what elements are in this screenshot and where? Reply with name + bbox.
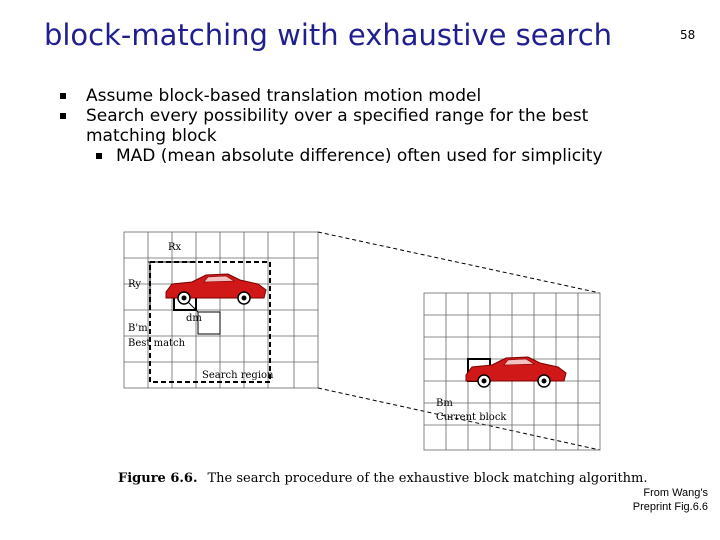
bullet-square-icon (96, 153, 102, 159)
bullet-item: Search every possibility over a specifie… (60, 106, 620, 166)
bullet-list: Assume block-based translation motion mo… (60, 86, 620, 166)
dm-label: dm (186, 313, 202, 324)
source-credit: From Wang's Preprint Fig.6.6 (632, 487, 708, 513)
car-current-icon (465, 356, 567, 388)
bullet-square-icon (60, 93, 66, 99)
rx-label: Rx (168, 242, 182, 253)
figure-number: Figure 6.6. (118, 471, 198, 486)
current-block-symbol: Bm (436, 398, 453, 409)
slide-title: block-matching with exhaustive search (43, 18, 613, 52)
projection-line-top (317, 231, 601, 294)
reference-frame-grid (123, 231, 319, 389)
car-reference-icon (165, 273, 267, 305)
projection-line-bottom (317, 387, 601, 451)
sub-bullet-list: MAD (mean absolute difference) often use… (86, 146, 620, 166)
current-block-projection (197, 311, 221, 335)
figure-caption-text: The search procedure of the exhaustive b… (207, 471, 648, 486)
ry-label: Ry (128, 279, 141, 290)
sub-bullet-item: MAD (mean absolute difference) often use… (86, 146, 620, 166)
slide-number: 58 (680, 28, 696, 42)
bullet-square-icon (60, 113, 66, 119)
figure-caption: Figure 6.6. The search procedure of the e… (118, 471, 648, 486)
search-region-label: Search region (202, 370, 274, 381)
search-region-box (149, 261, 271, 383)
best-match-label: Best match (128, 338, 186, 349)
bullet-item: Assume block-based translation motion mo… (60, 86, 620, 106)
current-block-label: Current block (436, 412, 507, 423)
best-match-symbol: B'm (128, 323, 148, 334)
